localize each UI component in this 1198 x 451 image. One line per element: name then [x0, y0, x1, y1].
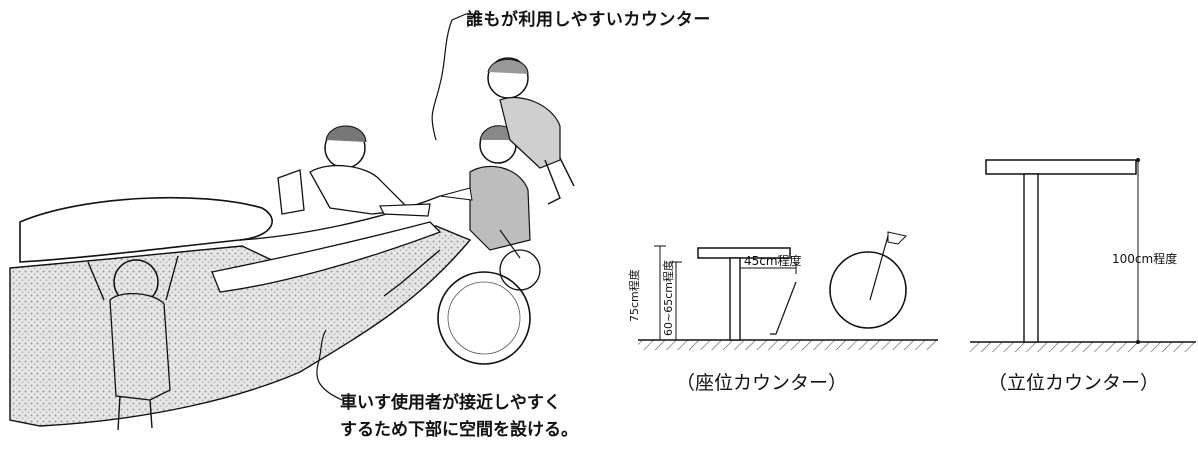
small-child-figure: [87, 255, 179, 431]
floor: [970, 342, 1196, 352]
callout-line-2: するため下部に空間を設ける。: [340, 420, 578, 440]
standing-height-label: 100cm程度: [1112, 252, 1178, 266]
counter-top: [985, 159, 1137, 175]
counter-scene-illustration: [9, 13, 575, 431]
counter-top: [697, 247, 791, 259]
floor: [638, 340, 938, 350]
callout-line-1: 車いす使用者が接近しやすく: [340, 393, 561, 413]
wheelchair-wheel: [829, 251, 907, 329]
counter-recess: [211, 221, 442, 293]
standing-counter-caption: （立位カウンター）: [988, 372, 1160, 394]
seated-height-label: 75cm程度: [628, 269, 641, 322]
depth-dimension-label: 45cm程度: [744, 254, 802, 268]
seated-counter-caption: （座位カウンター）: [676, 372, 848, 394]
counter-leg: [1023, 173, 1039, 343]
seated-counter-diagram: [638, 231, 938, 350]
clerk-figure: [309, 125, 431, 217]
callout-leader-bottom: [316, 329, 343, 401]
child-helper-figure: [487, 57, 575, 205]
callout-leader-top: [431, 13, 467, 141]
callout-space-under-counter: 車いす使用者が接近しやすく するため下部に空間を設ける。: [340, 390, 578, 444]
knee-clearance-label: 60~65cm程度: [662, 260, 675, 336]
counter-leg: [729, 257, 741, 341]
chair: [277, 169, 305, 215]
callout-counter-for-everyone: 誰もが利用しやすいカウンター: [466, 10, 711, 30]
standing-counter-diagram: [970, 158, 1196, 352]
counter-top: [19, 196, 273, 263]
